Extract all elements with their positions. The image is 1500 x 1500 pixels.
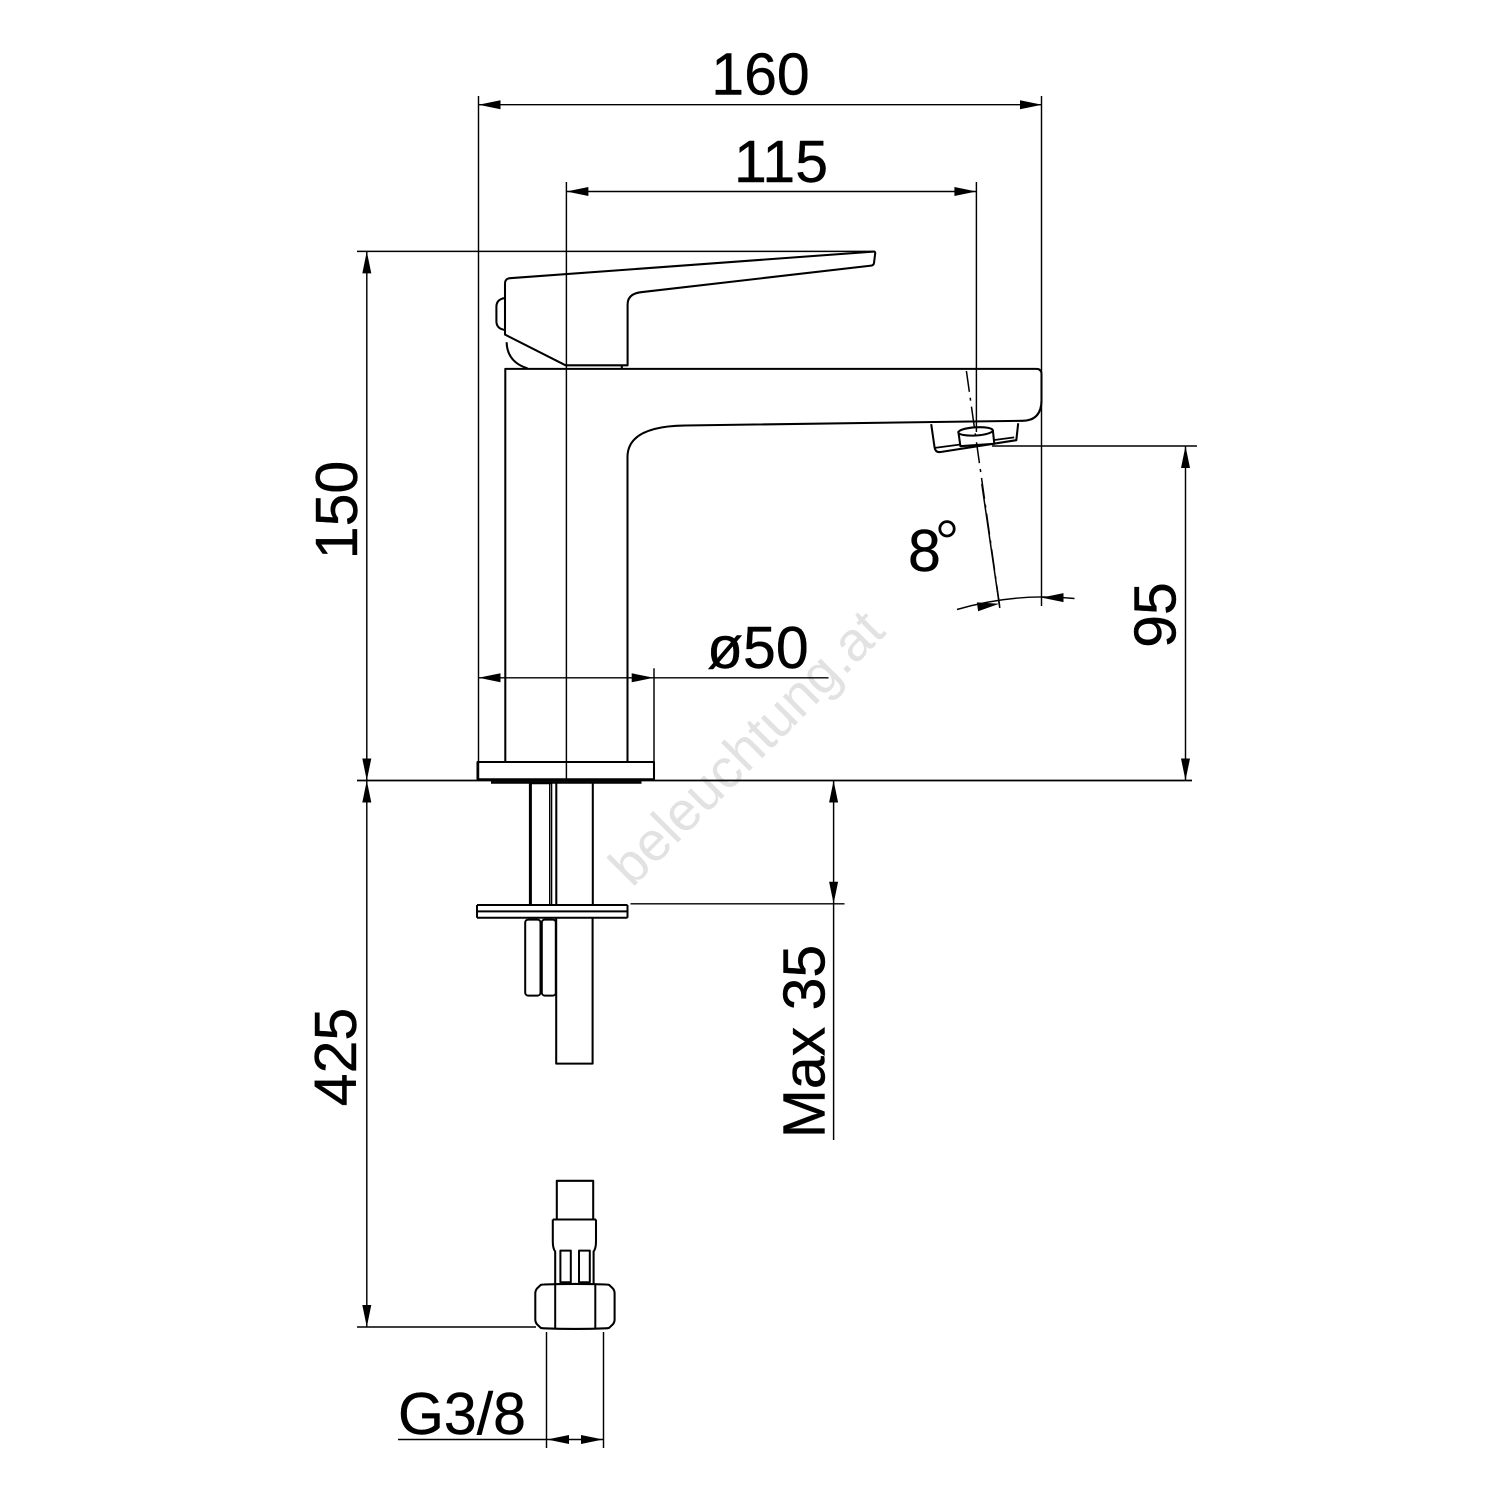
svg-text:8: 8 (908, 518, 941, 584)
svg-text:G3/8: G3/8 (398, 1381, 526, 1447)
svg-text:115: 115 (734, 129, 828, 195)
svg-text:95: 95 (1123, 582, 1189, 648)
svg-text:160: 160 (711, 42, 809, 108)
svg-text:ø50: ø50 (707, 615, 809, 681)
svg-text:425: 425 (303, 1008, 369, 1106)
svg-text:150: 150 (304, 461, 370, 559)
svg-text:Max 35: Max 35 (772, 945, 838, 1138)
